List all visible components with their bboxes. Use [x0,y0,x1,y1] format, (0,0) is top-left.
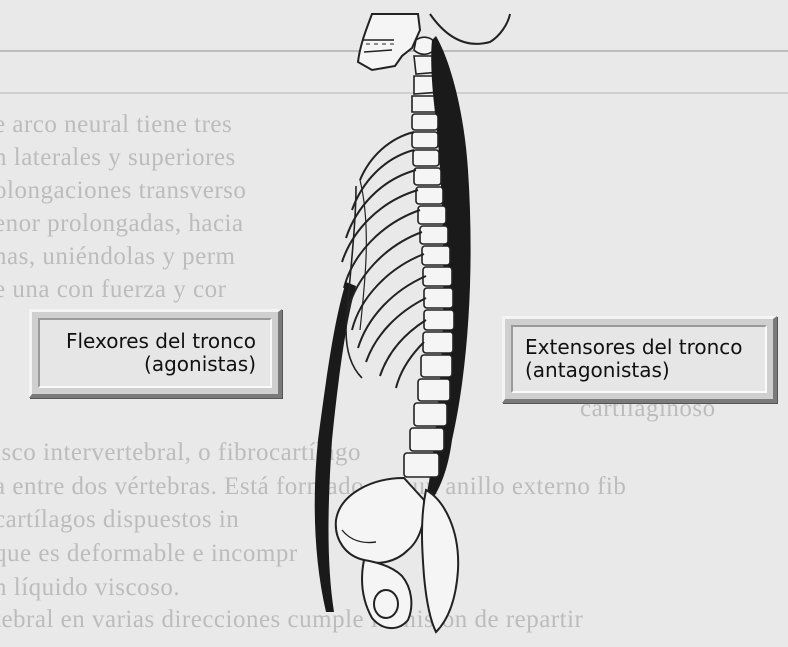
flexors-label: Flexores del tronco (agonistas) [38,318,272,388]
flexor-muscle [315,282,356,612]
rib-cage [342,132,426,388]
pelvis [336,478,458,632]
extensors-label: Extensores del tronco (antagonistas) [511,325,767,393]
extensors-label-line1: Extensores del tronco [525,336,743,359]
flexors-label-line1: Flexores del tronco [66,330,256,353]
extensors-label-line2: (antagonistas) [525,359,670,382]
flexors-label-line2: (agonistas) [144,353,256,376]
extensors-label-box: Extensores del tronco (antagonistas) [502,316,777,403]
flexors-label-box: Flexores del tronco (agonistas) [29,309,282,398]
